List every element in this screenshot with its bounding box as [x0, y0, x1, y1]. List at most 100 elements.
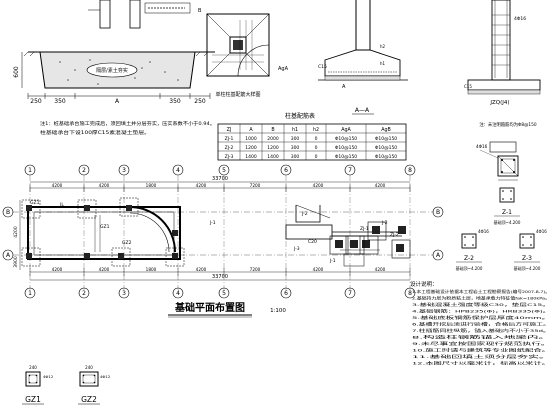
bottom-dim-label: 4200	[99, 267, 110, 272]
axis-bubble	[118, 287, 130, 299]
dim-2: 350	[54, 98, 66, 105]
axis-label-a: A	[6, 252, 11, 259]
axis-bubble	[404, 287, 416, 299]
table-cell: 300	[291, 136, 300, 142]
note-line: 10.施工时请与建筑等专业图纸配合。	[412, 348, 550, 353]
callout-j1-b: J-1	[329, 258, 336, 264]
gz1-label: GZ1	[25, 395, 41, 404]
notes-title: 设计说明：	[410, 280, 438, 288]
gz-details: 240 4Φ12 GZ1 240 4Φ12 GZ2	[22, 365, 111, 405]
fill-label: 隔层/素土夯实	[96, 67, 128, 74]
table-title: 柱基配筋表	[285, 112, 315, 120]
table-header-cell: AgB	[381, 127, 391, 133]
dim-3: A	[115, 98, 120, 105]
left-dim-2: 3900	[13, 256, 19, 268]
z3-rebar: 4Φ16	[536, 229, 547, 234]
gz2-label: GZ2	[81, 395, 97, 404]
axis-label: 7	[348, 167, 352, 174]
table-cell: Φ10@150	[375, 136, 397, 142]
bottom-dim-label: 4200	[313, 267, 324, 272]
table-cell: Φ10@150	[335, 145, 357, 151]
z2-caption: 基础顶~4.200	[456, 265, 483, 271]
top-dim-label: 4200	[375, 183, 386, 188]
axis-label-b-right: B	[436, 209, 440, 216]
plan-title: 基础平面布置图	[174, 301, 245, 314]
dim-5: 250	[194, 98, 206, 105]
note-line: 3.基础混凝土强度等级C30，垫层C15。	[412, 302, 550, 307]
z2-rebar: 4Φ16	[478, 229, 489, 234]
jzq-label: JZQ(J4)	[489, 100, 509, 106]
plan-scale: 1:100	[270, 308, 286, 314]
axis-label: 7	[348, 290, 352, 297]
note-line: 9.未尽事宜按国家现行规范执行。	[412, 341, 550, 346]
top-dim-label: 4200	[52, 183, 63, 188]
section-a-a: C15 A A—A h2 h1	[318, 0, 408, 115]
svg-text:h2: h2	[380, 44, 386, 49]
footing-top-view: AgA B 单柱柱基配筋大样图	[198, 8, 289, 98]
note-line: 12.本图尺寸以毫米计，标高以米计。	[412, 361, 550, 366]
section-a-label: A—A	[355, 107, 370, 114]
dim-4: 350	[169, 98, 181, 105]
note-line: 1.本工程基础设计依据本工程岩土工程勘察报告(编号2007-8-7)。	[412, 289, 550, 294]
jzq-caption: 注：未注明箍筋均为Φ8@150	[479, 121, 537, 128]
table-header-cell: ZJ	[227, 127, 232, 133]
note-line: 4.基础钢筋：HPB235(Φ)，HRB335(Φ)。	[412, 309, 550, 314]
callout-j3: J-3	[293, 246, 300, 252]
top-view-title: 单柱柱基配筋大样图	[215, 91, 260, 98]
plan-bottom-total: 33700	[212, 274, 228, 280]
callout-c20: C20	[308, 239, 317, 245]
callout-jl: JL	[59, 202, 64, 208]
table-cell: Φ10@150	[335, 154, 357, 160]
z1-label: Z-1	[502, 209, 512, 216]
axis-bubble	[280, 287, 292, 299]
axis-bubble	[344, 287, 356, 299]
axis-label: 3	[122, 167, 126, 174]
table-cell: ZJ-1	[225, 136, 234, 142]
column-details: 4Φ16 Z-1 基础顶~4.200 4Φ16 Z-2 基础顶~4.200 4Φ…	[456, 141, 547, 271]
bottom-dim-label: 4200	[375, 267, 386, 272]
note-line: 2.基础持力层为粉质粘土层，地基承载力特征值fak=180kPa。	[412, 296, 550, 301]
section-detail: 隔层/素土夯实 600 250 350 A 350 250 注1：桩基础承台施工…	[13, 0, 215, 136]
table-cell: 1000	[245, 136, 257, 142]
axis-label: 6	[284, 290, 288, 297]
axis-label: 8	[408, 290, 412, 297]
note-line: 7.柱插筋同柱纵筋，锚入基础内不小于35d。	[412, 328, 550, 333]
table-cell: 0	[315, 154, 318, 160]
table-cell: 2000	[267, 136, 279, 142]
gz2-rebar: 4Φ12	[100, 374, 111, 379]
table-cell: 300	[291, 154, 300, 160]
note-line: 8.构造柱钢筋锚入地梁内。	[412, 335, 550, 340]
bottom-dim-label: 4200	[196, 267, 207, 272]
table-header-cell: h2	[313, 127, 319, 133]
axis-label: 2	[82, 290, 86, 297]
svg-text:C15: C15	[464, 84, 472, 89]
axis-bubble	[78, 287, 90, 299]
top-dim-label: 1800	[146, 183, 157, 188]
gz2-dim: 240	[85, 365, 93, 370]
axis-label: 4	[176, 290, 180, 297]
z-top-label: 4Φ16	[476, 144, 488, 149]
axis-label: 4	[176, 167, 180, 174]
gz1-dim: 240	[29, 365, 37, 370]
callout-j1-a: J-1	[209, 220, 216, 226]
table-header-cell: B	[271, 127, 274, 133]
callout-zj1: ZJ-1	[360, 226, 369, 232]
table-cell: Φ10@150	[375, 154, 397, 160]
z1-caption: 基础顶~4.200	[494, 219, 521, 225]
axis-label: 5	[222, 167, 226, 174]
height-dim: 600	[13, 66, 20, 78]
note-line: 5.基础底板钢筋保护层厚度40mm。	[412, 315, 550, 320]
section-note-2: 柱基础承台下设100厚C15素混凝土垫层。	[40, 129, 150, 136]
table-header-cell: h1	[292, 127, 298, 133]
axis-label: 6	[284, 167, 288, 174]
bottom-dim-label: 1800	[146, 267, 157, 272]
callout-gz1-a: GZ1	[30, 200, 40, 206]
callout-j2-a: J-2	[301, 211, 308, 217]
table-cell: ZJ-3	[225, 154, 234, 160]
section-note-1: 注1：桩基础承台施工完成后，须回填土并分层夯实，压实系数不小于0.94。	[40, 120, 215, 127]
callout-zj2: ZJ-2	[390, 232, 399, 238]
left-dim-1: 4200	[13, 226, 19, 238]
axis-label-a-right: A	[436, 252, 441, 259]
